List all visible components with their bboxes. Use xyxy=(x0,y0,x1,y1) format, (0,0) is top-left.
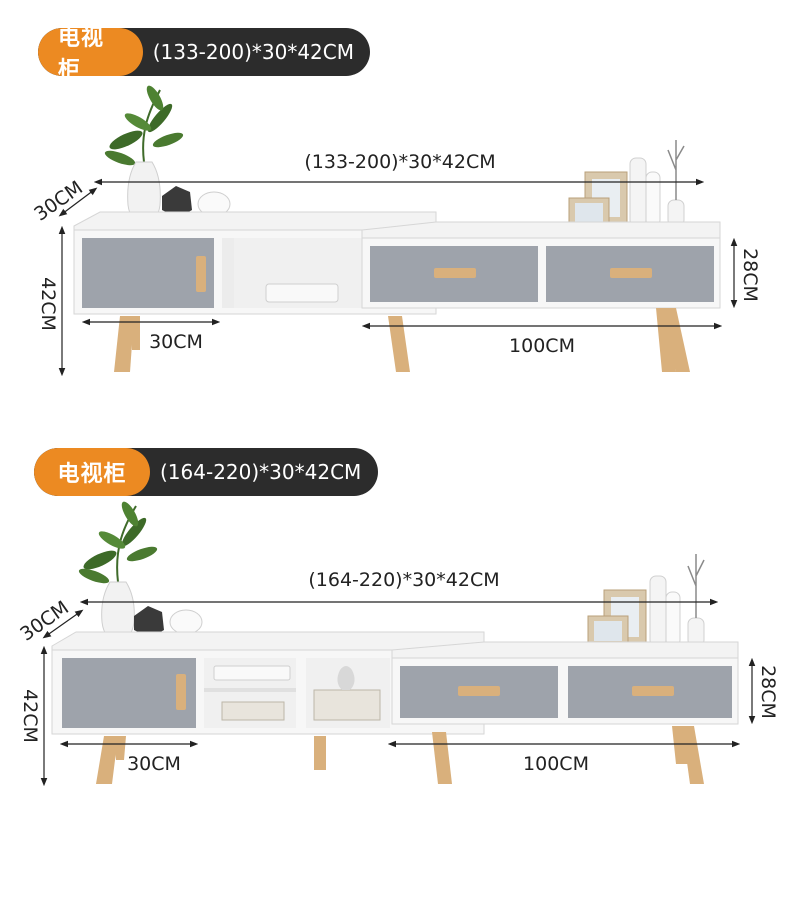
cabinet-right xyxy=(391,641,739,725)
door-handle xyxy=(196,256,206,292)
photo-frame-icon xyxy=(568,171,628,229)
decor-bottles-icon xyxy=(649,554,705,647)
cabinet-legs xyxy=(96,726,704,784)
length-label: (133-200)*30*42CM xyxy=(304,151,495,173)
plant-icon xyxy=(78,501,158,584)
cabinet-door xyxy=(82,238,214,308)
tv-cabinet-illustration-1: (133-200)*30*42CM 30CM 42CM 28CM 30CM 10… xyxy=(30,85,761,377)
tv-cabinet-section-1: 电视柜 (133-200)*30*42CM xyxy=(0,0,790,420)
left-width-label: 30CM xyxy=(127,753,181,775)
cup-icon xyxy=(169,609,203,635)
product-tag: 电视柜 xyxy=(38,28,143,76)
size-label: (164-220)*30*42CM xyxy=(160,460,362,484)
right-width-label: 100CM xyxy=(509,335,575,357)
length-label: (164-220)*30*42CM xyxy=(308,569,499,591)
drawer-handle xyxy=(610,268,652,278)
vase-icon xyxy=(101,581,135,641)
router-device xyxy=(213,665,291,681)
decor-bottles-icon xyxy=(629,140,685,227)
left-width-label: 30CM xyxy=(149,331,203,353)
right-width-label: 100CM xyxy=(523,753,589,775)
drawer-height-label: 28CM xyxy=(757,665,779,719)
ornament-icon xyxy=(134,606,164,638)
pear-ornament xyxy=(337,666,355,690)
ornament-icon xyxy=(162,186,192,218)
books xyxy=(221,701,285,721)
height-label: 42CM xyxy=(37,277,59,331)
books xyxy=(313,689,381,721)
height-label: 42CM xyxy=(19,689,41,743)
cabinet-door xyxy=(62,658,196,728)
router-device xyxy=(265,283,339,303)
drawer-handle xyxy=(434,268,476,278)
cabinet-right xyxy=(361,221,721,309)
photo-frame-icon xyxy=(587,589,647,647)
door-handle xyxy=(176,674,186,710)
tv-cabinet-illustration-2: (164-220)*30*42CM 30CM 42CM 28CM 30CM 10… xyxy=(16,501,779,787)
product-tag: 电视柜 xyxy=(34,448,150,496)
tv-cabinet-section-2: 电视柜 (164-220)*30*42CM xyxy=(0,420,790,860)
plant-icon xyxy=(104,85,184,166)
size-badge: 电视柜 (133-200)*30*42CM xyxy=(38,28,370,76)
size-label: (133-200)*30*42CM xyxy=(152,40,354,64)
drawer-handle xyxy=(458,686,500,696)
drawer-height-label: 28CM xyxy=(739,248,761,302)
size-badge: 电视柜 (164-220)*30*42CM xyxy=(34,448,378,496)
drawer-handle xyxy=(632,686,674,696)
